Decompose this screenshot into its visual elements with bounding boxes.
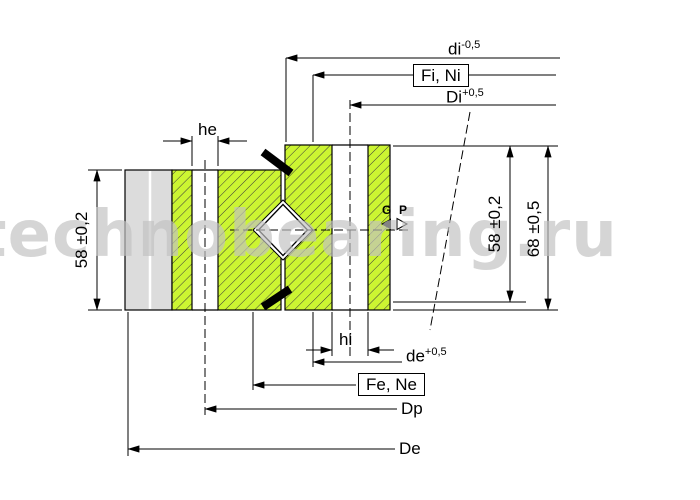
bearing-rings — [124, 144, 391, 311]
lower-seal-mark — [260, 285, 293, 311]
centerlines — [204, 100, 471, 415]
fe-ne-label: Fe, Ne — [358, 373, 426, 396]
plug-port-icon — [396, 217, 409, 231]
he-label: he — [198, 120, 217, 139]
grease-port-label: G — [382, 203, 392, 217]
Di-label-base: Di — [446, 87, 463, 107]
outer-ring-section-left — [171, 169, 193, 311]
fi-ni-label: Fi, Ni — [413, 64, 469, 87]
di-label: di-0,5 — [448, 39, 480, 59]
diagonal-break-line — [429, 111, 471, 331]
plug-port-label: P — [399, 203, 408, 217]
port-symbols — [381, 217, 409, 231]
inner-height-label: 58 ±0,2 — [485, 195, 505, 253]
total-height-label: 68 ±0,5 — [524, 200, 544, 258]
De-label: De — [399, 439, 421, 458]
de-label-tolerance: +0,5 — [424, 346, 447, 358]
hi-label: hi — [339, 330, 353, 349]
di-label-tolerance: -0,5 — [461, 39, 481, 51]
de-label-base: de — [406, 346, 425, 366]
Di-label-tolerance: +0,5 — [462, 87, 484, 99]
Dp-label: Dp — [401, 399, 423, 418]
dimension-lines — [93, 54, 560, 453]
outer-height-label: 58 ±0,2 — [72, 211, 92, 269]
upper-seal-mark — [260, 148, 294, 177]
di-label-base: di — [448, 39, 462, 59]
inner-ring-section-right — [367, 144, 391, 311]
Di-label: Di+0,5 — [446, 87, 484, 107]
de-label: de+0,5 — [406, 346, 447, 366]
grease-port-icon — [381, 218, 391, 230]
outer-ring-rim — [124, 169, 173, 311]
